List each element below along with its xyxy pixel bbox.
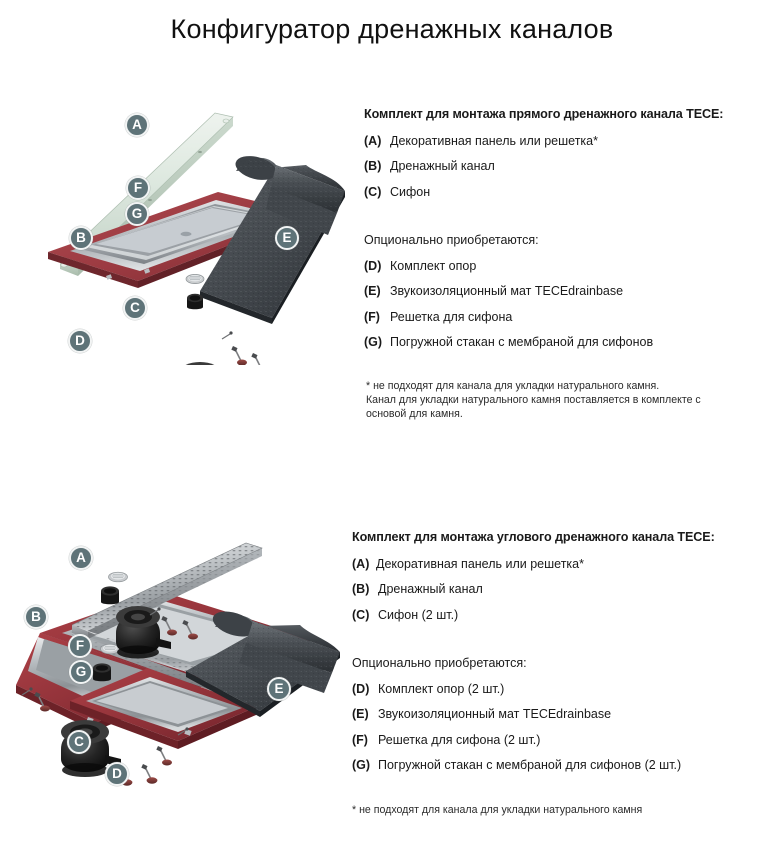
corner-item-b-key: (B) [352, 582, 370, 597]
straight-item-a-key: (A) [364, 133, 382, 148]
corner-optional-e: (E) Звукоизоляционный мат TECEdrainbase [352, 708, 772, 721]
straight-item-a-label: Декоративная панель или решетка* [390, 133, 598, 148]
straight-item-c-label: Сифон [390, 184, 431, 199]
straight-optional-d: (D) Комплект опор [364, 260, 774, 273]
corner-optional-f-label: Решетка для сифона (2 шт.) [378, 732, 541, 747]
illustration-straight-drain: A F G B E C D [40, 95, 350, 365]
badge-e-straight: E [275, 226, 299, 250]
straight-optional-e-key: (E) [364, 284, 381, 299]
illustration-corner-drain: A B F G E C D [10, 525, 350, 815]
corner-optional-e-label: Звукоизоляционный мат TECEdrainbase [378, 707, 612, 722]
corner-drain-footnote: * не подходят для канала для укладки нат… [352, 803, 772, 817]
corner-item-b-label: Дренажный канал [378, 582, 483, 597]
badge-a-corner: A [69, 546, 93, 570]
badge-c-straight: C [123, 296, 147, 320]
badge-a-straight: A [125, 113, 149, 137]
corner-drain-heading: Комплект для монтажа углового дренажного… [352, 530, 715, 544]
straight-item-c-key: (C) [364, 184, 382, 199]
straight-optional-g-key: (G) [364, 335, 383, 350]
membrane-cup-part [187, 293, 203, 310]
straight-optional-d-label: Комплект опор [390, 258, 477, 273]
straight-optional-heading: Опционально приобретаются: [364, 233, 539, 248]
badge-d-straight: D [68, 329, 92, 353]
corner-item-b: (B) Дренажный канал [352, 583, 772, 596]
corner-optional-d: (D) Комплект опор (2 шт.) [352, 683, 772, 696]
corner-footnote-line-1: * не подходят для канала для укладки нат… [352, 804, 643, 816]
corner-optional-d-key: (D) [352, 681, 370, 696]
straight-item-c: (C) Сифон [364, 186, 774, 199]
corner-item-a: (A) Декоративная панель или решетка* [352, 558, 772, 571]
corner-item-a-key: (A) [352, 556, 370, 571]
corner-optional-f-key: (F) [352, 732, 368, 747]
badge-d-corner: D [105, 762, 129, 786]
corner-optional-d-label: Комплект опор (2 шт.) [378, 681, 505, 696]
badge-b-corner: B [24, 605, 48, 629]
straight-item-a: (A) Декоративная панель или решетка* [364, 135, 774, 148]
straight-drain-text-block: Комплект для монтажа прямого дренажного … [364, 108, 774, 362]
badge-f-corner: F [68, 634, 92, 658]
straight-optional-f-key: (F) [364, 309, 380, 324]
straight-drain-svg [48, 112, 345, 365]
siphon-grate-part [185, 274, 205, 284]
corner-item-a-label: Декоративная панель или решетка* [376, 556, 584, 571]
siphon-part [185, 362, 215, 365]
badge-f-straight: F [126, 176, 150, 200]
corner-drain-text-block: Комплект для монтажа углового дренажного… [352, 531, 772, 785]
badge-c-corner: C [67, 730, 91, 754]
straight-optional-e-label: Звукоизоляционный мат TECEdrainbase [390, 284, 624, 299]
corner-optional-f: (F) Решетка для сифона (2 шт.) [352, 734, 772, 747]
corner-optional-e-key: (E) [352, 707, 369, 722]
page-title: Конфигуратор дренажных каналов [170, 14, 614, 44]
corner-optional-g-label: Погружной стакан с мембраной для сифонов… [378, 758, 682, 773]
straight-spacer [364, 211, 774, 234]
corner-siphon-grate-part [100, 571, 128, 655]
straight-optional-e: (E) Звукоизоляционный мат TECEdrainbase [364, 285, 774, 298]
badge-g-corner: G [69, 660, 93, 684]
badge-e-corner: E [267, 677, 291, 701]
corner-membrane-cup-part [93, 586, 119, 682]
straight-optional-g: (G) Погружной стакан с мембраной для сиф… [364, 336, 774, 349]
corner-spacer [352, 634, 772, 657]
straight-item-b-label: Дренажный канал [390, 159, 495, 174]
straight-drain-footnote: * не подходят для канала для укладки нат… [366, 379, 766, 421]
corner-drain-svg [16, 542, 340, 786]
corner-optional-g-key: (G) [352, 758, 371, 773]
straight-footnote-line-2: Канал для укладки натурального камня пос… [366, 394, 701, 407]
straight-optional-d-key: (D) [364, 258, 382, 273]
corner-item-c-label: Сифон (2 шт.) [378, 607, 459, 622]
straight-drain-heading: Комплект для монтажа прямого дренажного … [364, 107, 724, 121]
straight-item-b: (B) Дренажный канал [364, 160, 774, 173]
corner-optional-g: (G) Погружной стакан с мембраной для сиф… [352, 759, 772, 772]
straight-footnote-line-3: основой для камня. [366, 408, 463, 421]
straight-item-b-key: (B) [364, 159, 382, 174]
straight-optional-f: (F) Решетка для сифона [364, 311, 774, 324]
badge-g-straight: G [125, 202, 149, 226]
corner-item-c: (C) Сифон (2 шт.) [352, 609, 772, 622]
corner-optional-heading: Опционально приобретаются: [352, 656, 527, 671]
support-set-part [221, 331, 261, 365]
corner-item-c-key: (C) [352, 607, 370, 622]
straight-footnote-line-1: * не подходят для канала для укладки нат… [366, 380, 660, 392]
acoustic-mat-part [200, 156, 345, 324]
straight-optional-g-label: Погружной стакан с мембраной для сифонов [390, 335, 654, 350]
badge-b-straight: B [69, 226, 93, 250]
straight-optional-f-label: Решетка для сифона [390, 309, 513, 324]
